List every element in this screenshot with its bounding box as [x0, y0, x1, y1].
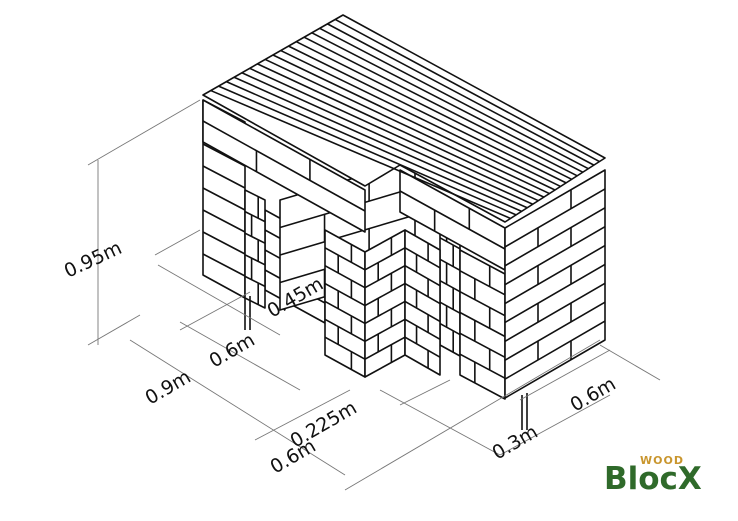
brick-row-line	[202, 187, 246, 211]
top-plank-line	[218, 85, 517, 216]
brick-row-line	[244, 210, 266, 223]
dimension-lines	[87, 99, 661, 491]
brick-row-line	[459, 290, 506, 317]
brick-row-line	[404, 300, 441, 323]
dimension-line	[179, 321, 301, 391]
brick-row-line	[504, 320, 606, 380]
brick-row-line	[504, 188, 606, 248]
top-plank-line	[280, 49, 561, 188]
top-plank-line	[288, 45, 567, 184]
dimension-line	[519, 349, 611, 401]
brick-row-line	[404, 318, 441, 340]
brick-row-line	[459, 311, 506, 338]
brick-row-line	[459, 270, 506, 296]
brick-row-line	[439, 237, 461, 250]
dimension-line	[87, 99, 201, 166]
dimension-line	[399, 379, 451, 406]
top-plank-line	[264, 58, 550, 195]
brick-row-line	[324, 336, 366, 360]
brick-row-line	[202, 231, 246, 255]
brick-row-line	[324, 247, 366, 271]
brick-row-line	[202, 120, 366, 212]
dimension-line	[87, 314, 141, 346]
brick-row-line	[459, 332, 506, 359]
brick-row-line	[439, 280, 461, 293]
dimension-line	[344, 339, 601, 491]
brick-row-line	[324, 265, 366, 289]
top-plank-line	[233, 76, 528, 209]
dim-pillar-width: 0.3m	[489, 421, 542, 464]
brick-row-line	[324, 300, 366, 325]
brick-row-line	[324, 318, 366, 342]
brick-row-line	[202, 165, 246, 189]
brick-row-line	[244, 275, 266, 288]
left-pillar-front	[244, 189, 266, 309]
dim-left-depth: 0.6m	[206, 329, 259, 372]
brick-row-line	[244, 254, 266, 266]
brick-row-line	[439, 258, 461, 271]
brick-row-line	[504, 225, 606, 286]
dim-total-depth: 0.9m	[142, 366, 195, 409]
top-plank-line	[257, 63, 545, 198]
brick-row-line	[202, 209, 246, 233]
top-plank-line	[334, 18, 600, 163]
dimension-line	[179, 291, 251, 331]
dimension-line	[154, 229, 201, 256]
brick-row-line	[439, 322, 461, 336]
top-plank-line	[295, 40, 573, 181]
top-plank-line	[327, 23, 595, 166]
brick-row-line	[324, 282, 366, 307]
dim-right-width: 0.6m	[567, 373, 620, 416]
brick-row-line	[459, 353, 506, 379]
brick-row-line	[364, 300, 406, 325]
brick-row-line	[504, 263, 606, 324]
svg-text:WOOD: WOOD	[640, 454, 684, 467]
top-plank-line	[319, 27, 589, 170]
dim-height: 0.95m	[61, 237, 125, 283]
brick-row-line	[364, 265, 406, 289]
top-plank-line	[311, 32, 584, 173]
brick-row-line	[279, 214, 416, 256]
brick-row-line	[504, 301, 606, 361]
top-plank-line	[241, 72, 534, 205]
brick-row-line	[404, 247, 441, 269]
dimension-line	[379, 389, 501, 456]
brick-row-line	[364, 336, 406, 360]
dimension-line	[254, 389, 351, 441]
brick-row-line	[364, 282, 406, 307]
dimension-line	[157, 264, 281, 336]
top-plank-line	[226, 80, 522, 213]
brick-row-line	[202, 253, 246, 277]
dimension-line	[129, 339, 346, 476]
brick-row-line	[364, 318, 406, 342]
top-plank-line	[303, 36, 578, 177]
top-plank-line	[210, 89, 511, 220]
brick-row-line	[504, 207, 606, 267]
brick-row-line	[439, 301, 461, 314]
top-plank-line	[249, 67, 539, 202]
brick-row-line	[244, 232, 266, 244]
brick-row-line	[404, 336, 441, 358]
woodblocx-logo: WOOD BlocX	[604, 454, 702, 497]
brick-row-line	[399, 190, 506, 250]
svg-text:BlocX: BlocX	[604, 461, 702, 497]
dimension-line	[499, 394, 611, 456]
brick-row-line	[404, 265, 441, 287]
dimension-line	[599, 344, 661, 381]
brick-row-line	[504, 282, 606, 343]
brick-row-line	[404, 282, 441, 305]
brick-row-line	[504, 244, 606, 305]
top-plank-line	[272, 54, 556, 191]
brick-row-line	[364, 247, 406, 271]
